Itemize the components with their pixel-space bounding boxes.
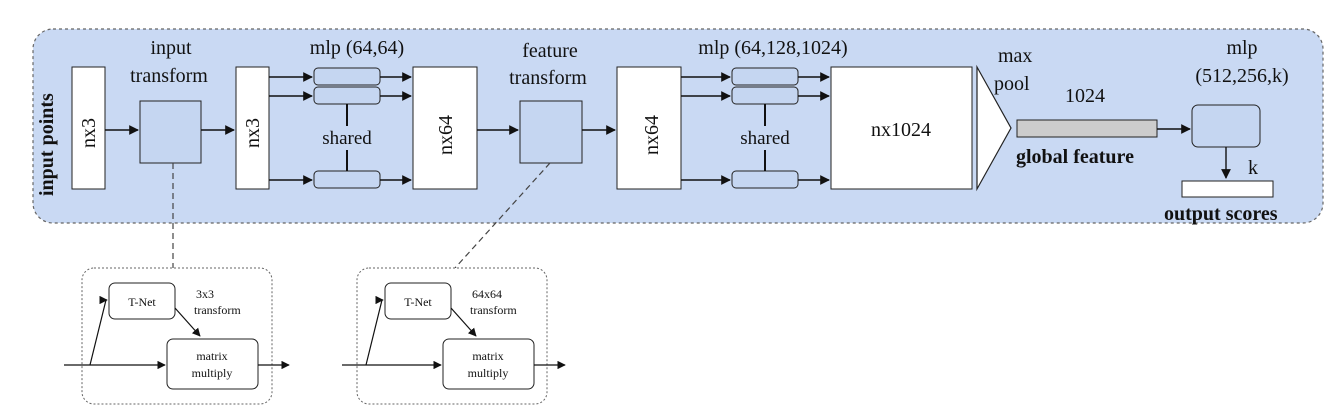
transformed-nx3-label: nx3 <box>242 118 264 148</box>
pool-label: pool <box>994 73 1030 95</box>
features-nx64-label: nx64 <box>435 115 457 155</box>
feature-transform-label-2: transform <box>509 67 587 89</box>
global-feature-bar <box>1016 119 1158 138</box>
nx1024-label: nx1024 <box>871 119 931 141</box>
input-tnet-transform-2: transform <box>194 303 241 317</box>
input-tnet-box <box>108 282 176 320</box>
max-label: max <box>998 45 1032 67</box>
mlp2-unit-3 <box>731 170 799 189</box>
feature-transform-label-1: feature <box>522 40 578 62</box>
input-tnet-branch-arrow <box>89 295 108 366</box>
mlp2-shared-bg <box>734 126 798 150</box>
mlp2-unit-2 <box>731 86 799 105</box>
feature-transform-box <box>519 100 583 164</box>
input-transform-box <box>139 100 202 164</box>
feature-tnet-transform-1: 64x64 <box>472 287 502 301</box>
transformed-nx64-label: nx64 <box>641 115 663 155</box>
global-feature-label: global feature <box>1016 146 1134 168</box>
max-pool-shape <box>976 64 1012 192</box>
mlp1-label: mlp (64,64) <box>310 37 404 59</box>
mlp1-shared-label: shared <box>322 128 372 149</box>
mlp2-unit-1 <box>731 67 799 86</box>
input-tnet-to-matrix-arrow <box>174 307 201 337</box>
nx1024-box <box>830 66 973 190</box>
mlp2-shared-label: shared <box>740 128 790 149</box>
k-label: k <box>1248 157 1258 179</box>
feature-transform-connector <box>454 162 551 269</box>
feature-tnet-transform-2: transform <box>470 303 517 317</box>
mlp3-label-1: mlp <box>1226 37 1257 59</box>
output-scores-bar <box>1181 180 1274 198</box>
feature-matrix-label-2: multiply <box>468 366 509 380</box>
global-feature-dim-label: 1024 <box>1065 85 1105 107</box>
mlp1-shared-bg <box>316 126 380 150</box>
transformed-nx3-box <box>235 66 270 190</box>
mlp3-box <box>1191 104 1261 148</box>
mlp2-label: mlp (64,128,1024) <box>698 37 847 59</box>
input-transform-label-2: transform <box>130 65 208 87</box>
input-nx3-box <box>71 66 106 190</box>
mlp3-label-2: (512,256,k) <box>1195 65 1288 87</box>
feature-tnet-branch-arrow <box>365 295 384 366</box>
mlp1-unit-1 <box>313 67 381 86</box>
feature-matrix-label-1: matrix <box>472 349 503 363</box>
transformed-nx64-box <box>616 66 682 190</box>
feature-matrix-multiply-box <box>442 338 535 390</box>
output-scores-label: output scores <box>1164 203 1278 225</box>
input-nx3-label: nx3 <box>78 118 100 148</box>
input-points-label: input points <box>36 93 58 196</box>
input-matrix-label-1: matrix <box>196 349 227 363</box>
input-transform-label-1: input <box>150 37 192 59</box>
feature-tnet-box <box>384 282 452 320</box>
mlp1-unit-2 <box>313 86 381 105</box>
feature-tnet-label: T-Net <box>404 295 432 309</box>
input-matrix-multiply-box <box>166 338 259 390</box>
input-tnet-label: T-Net <box>128 295 156 309</box>
input-tnet-transform-1: 3x3 <box>196 287 214 301</box>
mlp1-unit-3 <box>313 170 381 189</box>
features-nx64-box <box>412 66 478 190</box>
feature-tnet-to-matrix-arrow <box>450 307 477 337</box>
input-matrix-label-2: multiply <box>192 366 233 380</box>
